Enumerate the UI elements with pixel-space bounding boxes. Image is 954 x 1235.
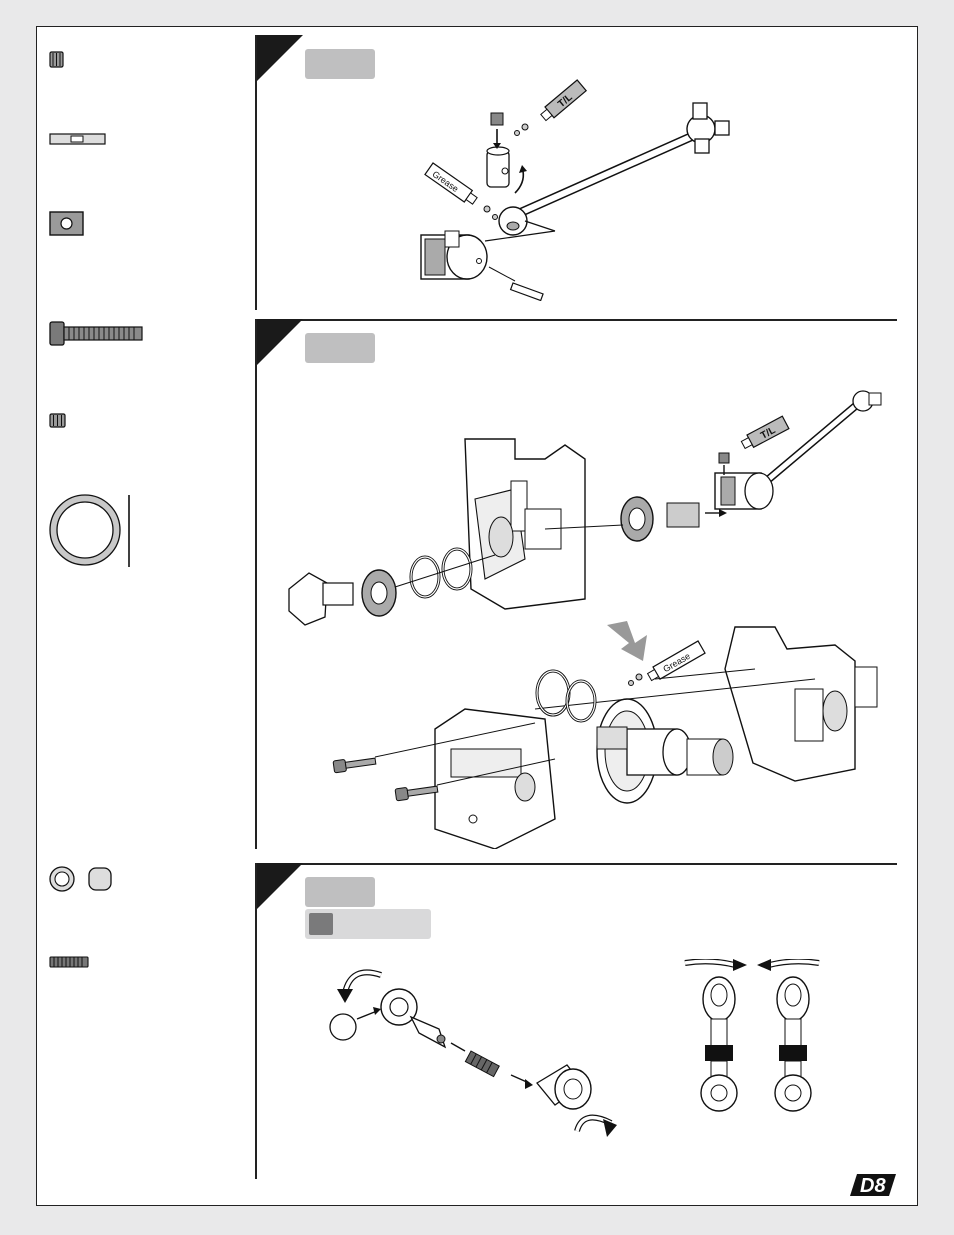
ball-icon: [49, 866, 112, 892]
sub-step-badge: [305, 909, 431, 939]
step-number-badge: [305, 877, 375, 907]
set-screw-icon: [49, 413, 66, 428]
step-3-panel: [255, 863, 897, 1179]
step-rule: [255, 863, 897, 865]
brand-logo: D8: [850, 1174, 896, 1197]
divider: [255, 319, 257, 849]
step-2-diagram: T/L: [288, 390, 882, 849]
divider: [255, 35, 257, 310]
step-corner-marker: [255, 863, 303, 911]
rod-end-assembly-left: [700, 976, 738, 1112]
step-1-panel: T/L Grease: [255, 35, 897, 310]
pin-icon: [49, 133, 106, 145]
spring-icon: [49, 956, 89, 968]
rod-end-assembly-right: [774, 976, 812, 1112]
step-number-badge: [305, 49, 375, 79]
divider: [255, 863, 257, 1179]
set-screw-icon: [49, 51, 64, 68]
step-rule: [255, 319, 897, 321]
step-number-badge: [305, 333, 375, 363]
manual-page: T/L Grease: [36, 26, 918, 1206]
brand-logo-text: D8: [860, 1175, 886, 1197]
o-ring-icon: [49, 494, 130, 567]
square-nut-icon: [49, 211, 84, 236]
cap-screw-icon: [49, 321, 143, 346]
step-1-diagram: T/L Grease: [420, 79, 730, 301]
step-3-diagram: [329, 959, 820, 1137]
step-corner-marker: [255, 35, 303, 83]
step-2-panel: T/L: [255, 319, 897, 849]
step-corner-marker: [255, 319, 303, 367]
sub-step-number: [309, 913, 333, 935]
